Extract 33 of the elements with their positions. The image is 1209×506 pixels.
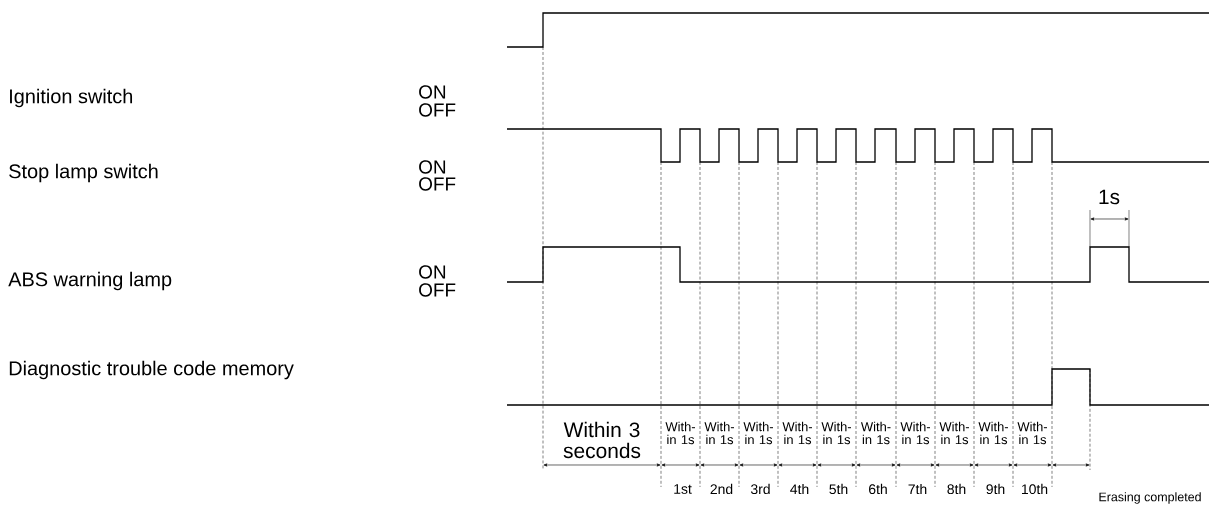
- duration-label: With- in 1s: [782, 421, 813, 445]
- state-label: ON: [419, 160, 446, 174]
- duration-label: With- in 1s: [821, 421, 852, 445]
- duration-label: With- in 1s: [900, 421, 931, 445]
- signal-name: Ignition switch: [10, 88, 132, 108]
- step-label: 4th: [790, 483, 809, 495]
- signal-name: Diagnostic trouble code memory: [9, 360, 294, 380]
- duration-label: With- in 1s: [704, 421, 735, 445]
- state-label: OFF: [419, 103, 456, 117]
- step-label: 3rd: [750, 483, 770, 495]
- step-label: 1st: [674, 484, 692, 494]
- step-label: 9th: [986, 483, 1005, 495]
- duration-label: Within 3 seconds: [563, 421, 641, 459]
- duration-label: 1s: [1099, 189, 1120, 205]
- status-label: Erasing completed: [1099, 492, 1201, 504]
- duration-label: With- in 1s: [1017, 421, 1048, 445]
- step-label: 6th: [869, 483, 887, 495]
- duration-label: With- in 1s: [665, 421, 696, 445]
- duration-label: With- in 1s: [978, 421, 1009, 445]
- signal-name: ABS warning lamp: [8, 271, 172, 291]
- state-label: OFF: [419, 283, 456, 297]
- duration-label: With- in 1s: [939, 421, 970, 445]
- duration-label: With- in 1s: [743, 421, 774, 445]
- state-label: ON: [419, 265, 446, 279]
- duration-label: With- in 1s: [860, 421, 891, 445]
- step-label: 5th: [829, 483, 848, 495]
- step-label: 10th: [1022, 483, 1048, 495]
- state-label: ON: [419, 85, 446, 99]
- signal-name: Stop lamp switch: [9, 163, 158, 183]
- step-label: 8th: [947, 483, 966, 495]
- step-label: 7th: [908, 483, 927, 495]
- state-label: OFF: [419, 177, 456, 191]
- step-label: 2nd: [710, 483, 733, 495]
